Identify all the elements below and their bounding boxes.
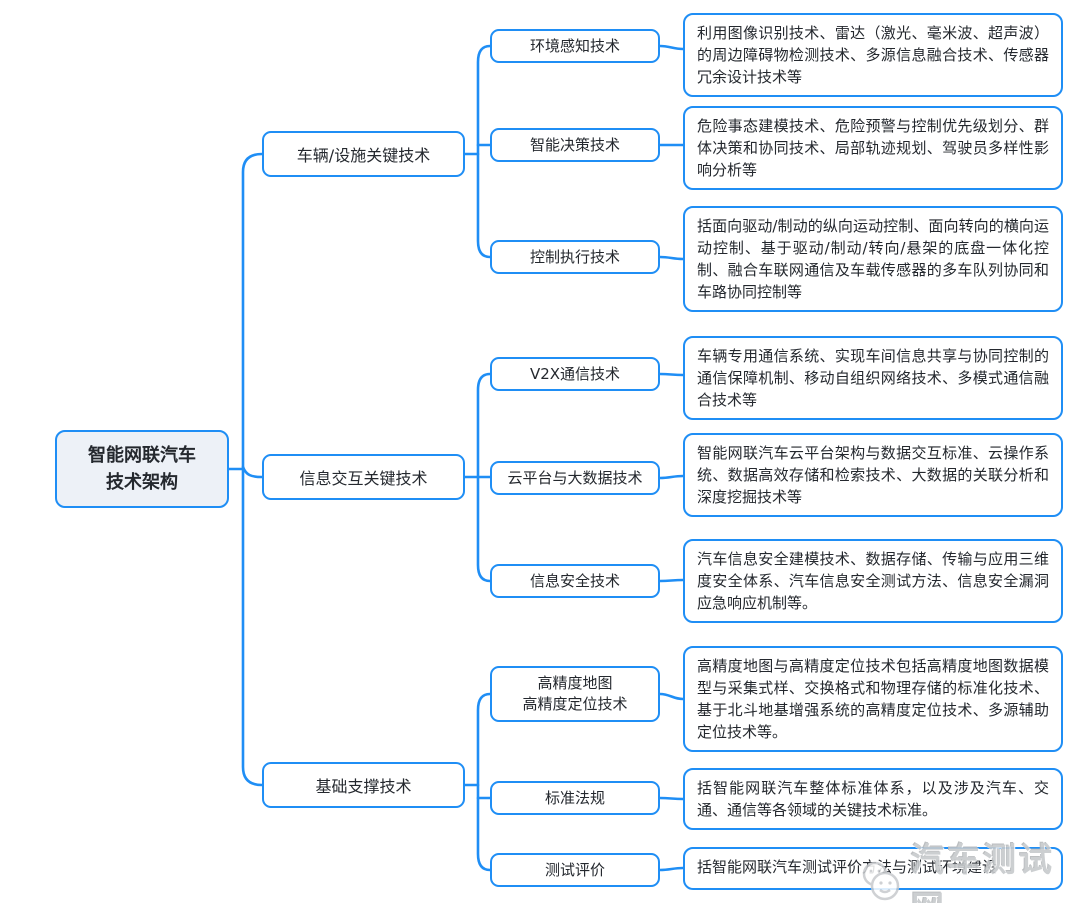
- desc-hd-map-positioning: 高精度地图与高精度定位技术包括高精度地图数据模型与采集式样、交换格式和物理存储的…: [683, 646, 1063, 752]
- desc-v2x-communication: 车辆专用通信系统、实现车间信息共享与协同控制的通信保障机制、移动自组织网络技术、…: [683, 336, 1063, 420]
- desc-information-security: 汽车信息安全建模技术、数据存储、传输与应用三维度安全体系、汽车信息安全测试方法、…: [683, 539, 1063, 623]
- node-intelligent-decision[interactable]: 智能决策技术: [490, 128, 660, 162]
- desc-test-evaluation: 括智能网联汽车测试评价方法与测试环境建设: [683, 847, 1063, 890]
- node-v2x-communication[interactable]: V2X通信技术: [490, 357, 660, 391]
- desc-control-execution: 括面向驱动/制动的纵向运动控制、面向转向的横向运动控制、基于驱动/制动/转向/悬…: [683, 206, 1063, 312]
- node-information-security[interactable]: 信息安全技术: [490, 564, 660, 598]
- node-cloud-bigdata[interactable]: 云平台与大数据技术: [490, 461, 660, 495]
- desc-intelligent-decision: 危险事态建模技术、危险预警与控制优先级划分、群体决策和协同技术、局部轨迹规划、驾…: [683, 106, 1063, 190]
- node-test-evaluation[interactable]: 测试评价: [490, 853, 660, 887]
- node-hd-map-positioning[interactable]: 高精度地图 高精度定位技术: [490, 666, 660, 722]
- branch-vehicle-facility[interactable]: 车辆/设施关键技术: [262, 131, 465, 177]
- branch-basic-support[interactable]: 基础支撑技术: [262, 762, 465, 808]
- branch-information-interaction[interactable]: 信息交互关键技术: [262, 454, 465, 500]
- node-control-execution[interactable]: 控制执行技术: [490, 240, 660, 274]
- root-node[interactable]: 智能网联汽车 技术架构: [55, 430, 229, 508]
- node-environment-perception[interactable]: 环境感知技术: [490, 29, 660, 63]
- desc-environment-perception: 利用图像识别技术、雷达（激光、毫米波、超声波）的周边障碍物检测技术、多源信息融合…: [683, 13, 1063, 97]
- desc-cloud-bigdata: 智能网联汽车云平台架构与数据交互标准、云操作系统、数据高效存储和检索技术、大数据…: [683, 433, 1063, 517]
- node-standards-regulations[interactable]: 标准法规: [490, 781, 660, 815]
- desc-standards-regulations: 括智能网联汽车整体标准体系，以及涉及汽车、交通、通信等各领域的关键技术标准。: [683, 768, 1063, 830]
